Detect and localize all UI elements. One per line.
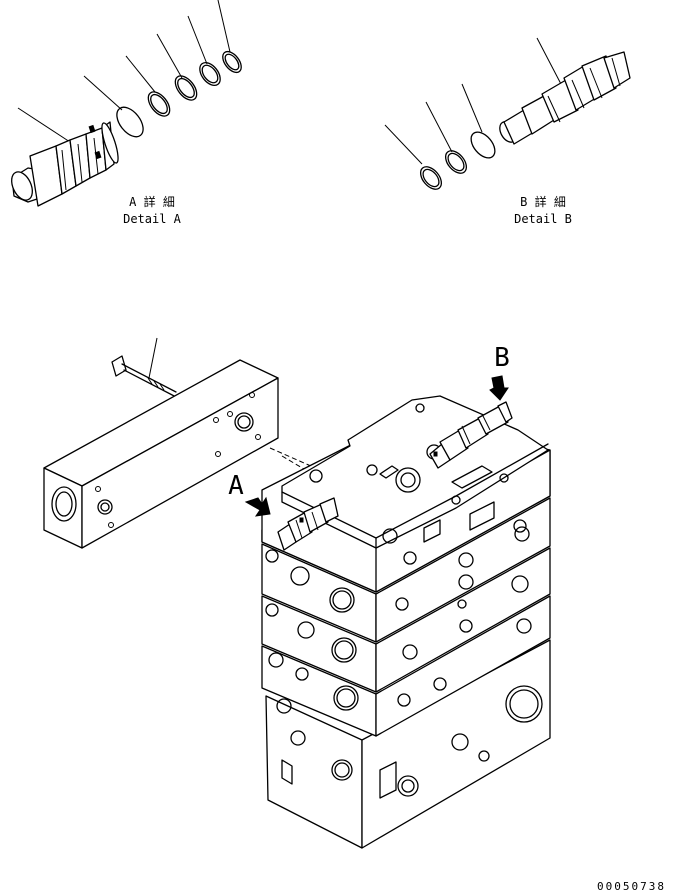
detail-b-leader-lines: [384, 37, 563, 165]
detail-a-group: A 詳 細 Detail A: [11, 0, 242, 226]
detail-b-title-en: Detail B: [514, 212, 572, 226]
valve-a-installed: [277, 497, 339, 551]
view-arrow-a: A: [228, 471, 271, 517]
manifold-block: [43, 359, 279, 549]
detail-a-title-en: Detail A: [123, 212, 182, 226]
mounting-bolt: [111, 337, 179, 399]
drawing-number: 00050738: [597, 880, 666, 893]
detail-b-title-jp: B 詳 細: [520, 194, 566, 209]
manifold-block-assembly: [43, 337, 279, 549]
view-arrow-b: B: [489, 343, 510, 401]
detail-b-group: B 詳 細 Detail B: [384, 37, 631, 226]
detail-b-valve-cartridge: [499, 51, 631, 145]
detail-a-title-jp: A 詳 細: [129, 194, 175, 209]
detail-a-leader-lines: [17, 0, 231, 143]
detail-a-o-rings: [116, 50, 242, 138]
control-valve-body: [261, 395, 551, 849]
view-label-a: A: [228, 471, 244, 501]
detail-a-valve-cartridge: [11, 121, 119, 207]
valve-b-installed: [429, 401, 513, 469]
detail-b-o-rings: [419, 131, 496, 190]
view-label-b: B: [494, 343, 510, 373]
